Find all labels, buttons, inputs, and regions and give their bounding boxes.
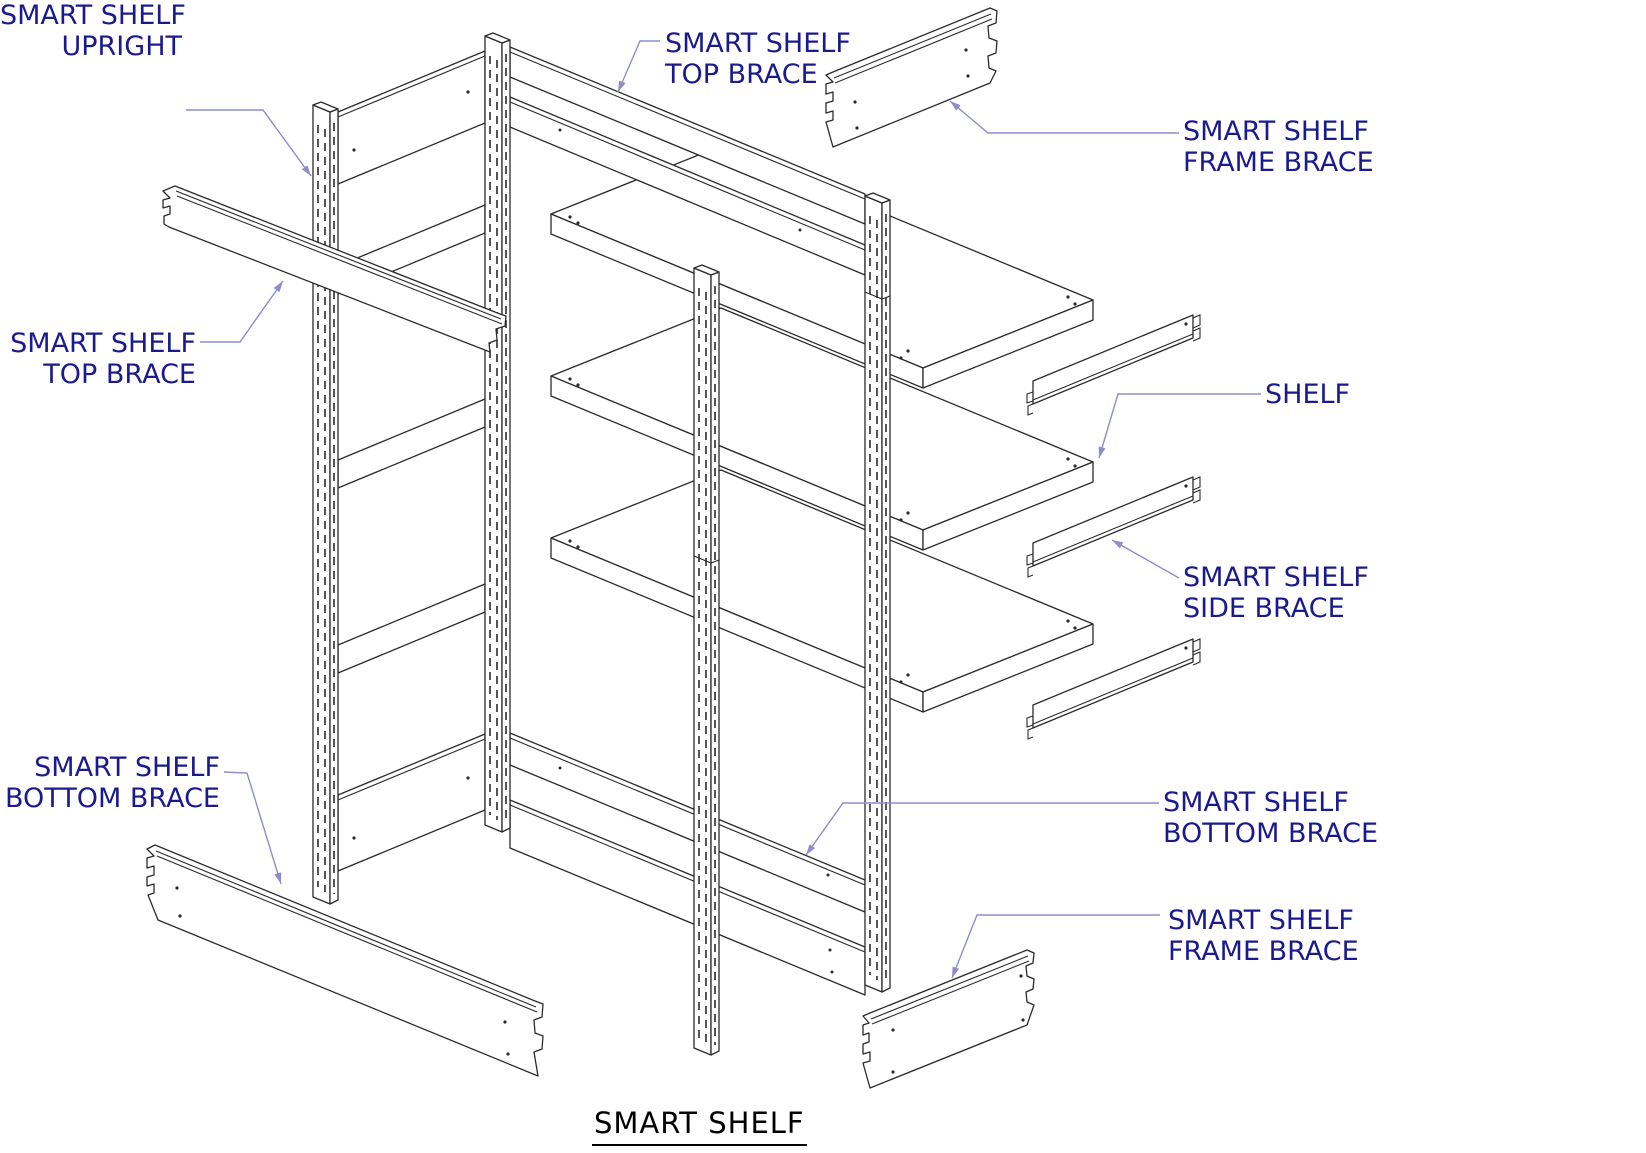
frame-brace-installed-left-top [337, 50, 486, 185]
side-brace-installed-2 [337, 398, 486, 489]
label-smart-shelf-upright: SMART SHELF UPRIGHT [0, 0, 186, 62]
leader-lines [186, 40, 1261, 979]
label-bottom-brace-left: SMART SHELF BOTTOM BRACE [0, 752, 220, 814]
label-line: SMART SHELF [34, 752, 220, 783]
label-line: TOP BRACE [43, 359, 196, 390]
label-line: BOTTOM BRACE [4, 783, 220, 814]
label-line: SMART SHELF [10, 328, 196, 359]
label-top-brace-left: SMART SHELF TOP BRACE [0, 328, 196, 390]
label-line: FRAME BRACE [1168, 936, 1359, 967]
label-line: SMART SHELF [0, 0, 186, 31]
label-line: SMART SHELF [1163, 787, 1349, 818]
label-frame-brace-top-right: SMART SHELF FRAME BRACE [1183, 116, 1374, 178]
shelf-panel-bottom [550, 469, 1094, 713]
label-line: SHELF [1265, 379, 1351, 410]
label-line: TOP BRACE [665, 59, 818, 90]
label-line: SMART SHELF [1183, 116, 1369, 147]
upright-post-back-left [484, 32, 511, 833]
bottom-brace-detached [146, 844, 544, 1077]
drawing-title: SMART SHELF [592, 1106, 807, 1146]
side-brace-detached-3 [1026, 638, 1201, 740]
bottom-brace-installed-back-lower [509, 799, 866, 996]
label-top-brace-top: SMART SHELF TOP BRACE [665, 28, 851, 90]
side-brace-installed-3 [337, 583, 486, 674]
shelf-panel-middle [550, 307, 1094, 551]
label-line: UPRIGHT [61, 31, 183, 62]
side-brace-detached-1 [1026, 314, 1201, 416]
label-side-brace: SMART SHELF SIDE BRACE [1183, 562, 1369, 624]
upright-post-front-left [312, 101, 339, 905]
top-brace-detached [162, 185, 507, 353]
label-shelf: SHELF [1265, 379, 1350, 410]
frame-brace-detached-bottom [862, 949, 1035, 1089]
upright-post-back-right [864, 192, 891, 993]
upright-post-front-right [693, 264, 720, 1056]
label-line: SMART SHELF [1168, 905, 1354, 936]
label-bottom-brace-right: SMART SHELF BOTTOM BRACE [1163, 787, 1378, 849]
label-frame-brace-bottom-right: SMART SHELF FRAME BRACE [1168, 905, 1359, 967]
label-line: FRAME BRACE [1183, 147, 1374, 178]
frame-brace-detached-top [825, 7, 998, 148]
label-line: SMART SHELF [1183, 562, 1369, 593]
frame-brace-installed-left-bottom [337, 733, 486, 872]
label-line: BOTTOM BRACE [1163, 818, 1379, 849]
label-line: SMART SHELF [665, 28, 851, 59]
side-brace-detached-2 [1026, 476, 1201, 578]
label-line: SIDE BRACE [1183, 593, 1345, 624]
